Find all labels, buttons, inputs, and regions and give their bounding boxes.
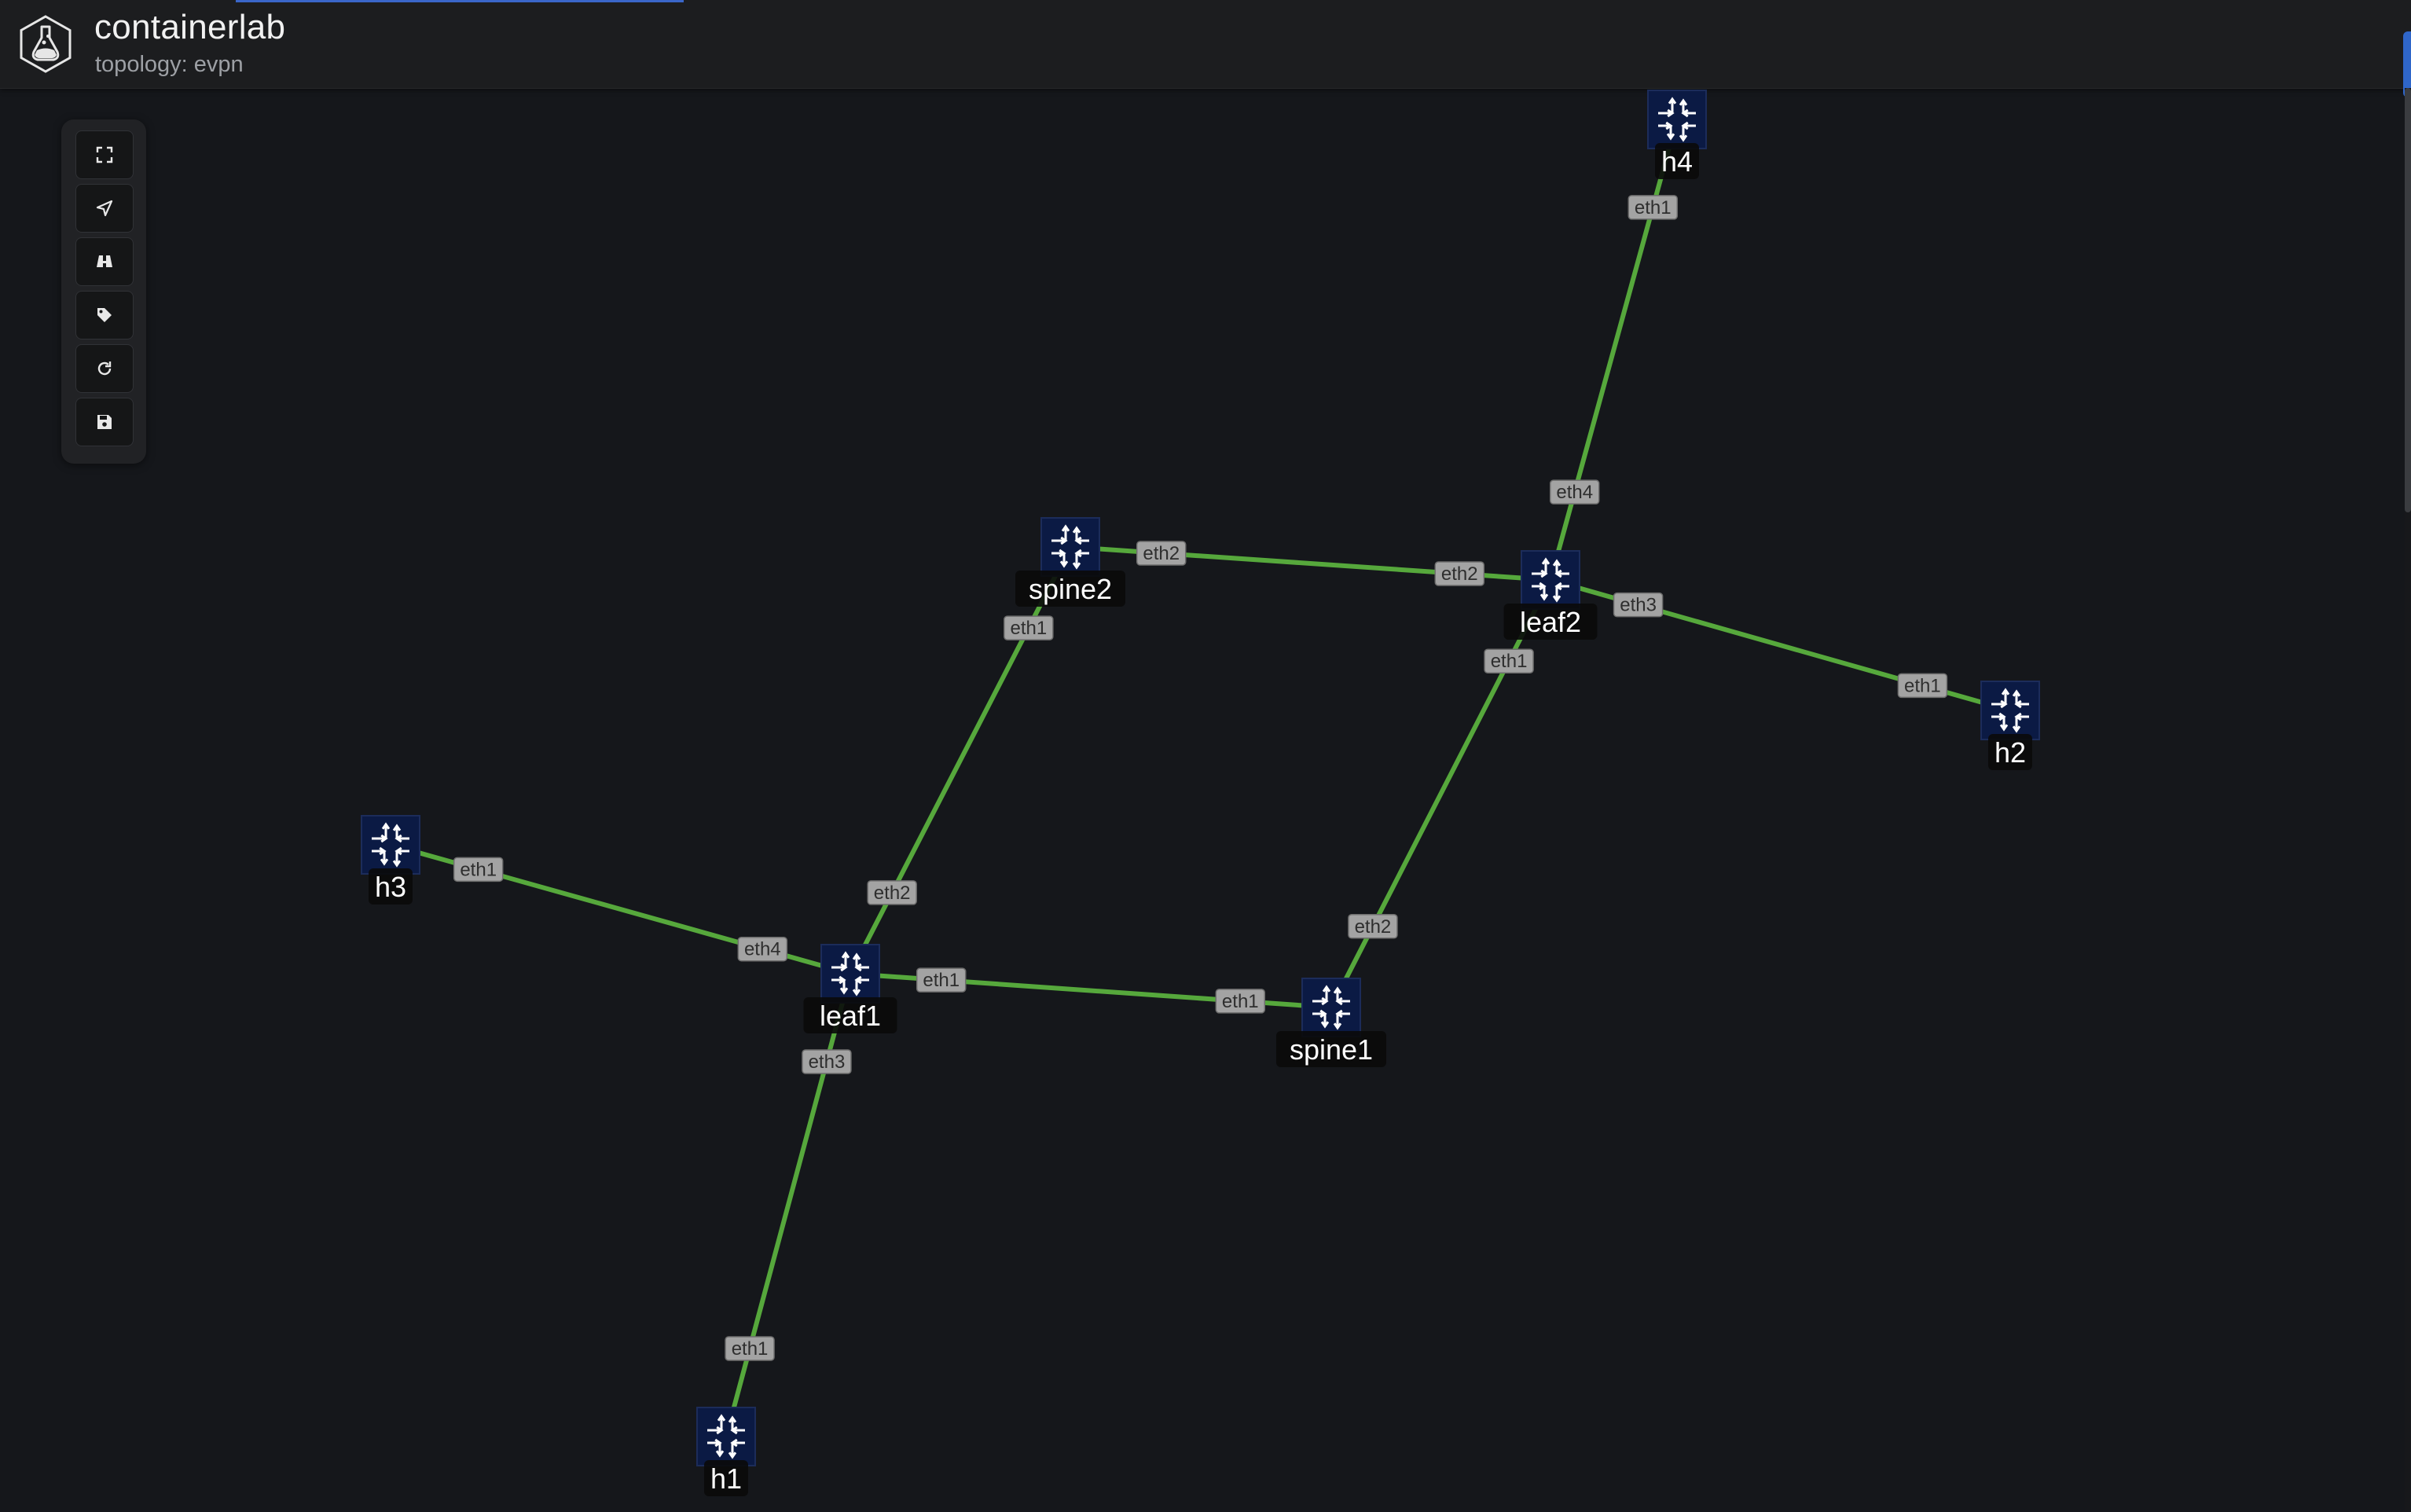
node-spine1[interactable]: spine1 [1276, 978, 1386, 1067]
fit-view-button[interactable] [75, 130, 134, 179]
node-h4[interactable]: h4 [1647, 90, 1707, 179]
endpoint-label: eth1 [1484, 648, 1534, 673]
containerlab-logo-icon [20, 15, 72, 73]
side-panel-handle[interactable] [2403, 31, 2411, 97]
endpoint-label-text: eth1 [1904, 675, 1941, 696]
endpoint-label: eth3 [1613, 592, 1664, 618]
reload-icon [97, 361, 112, 376]
endpoint-label-text: eth3 [1620, 595, 1657, 616]
router-icon [1051, 524, 1089, 570]
node-h2[interactable]: h2 [1980, 681, 2040, 770]
endpoint-label: eth1 [1628, 195, 1679, 220]
endpoint-label-text: eth2 [874, 883, 911, 904]
node-label: h4 [1661, 145, 1693, 178]
endpoint-label: eth4 [737, 936, 788, 962]
node-h3[interactable]: h3 [361, 815, 420, 905]
node-label: spine1 [1290, 1033, 1373, 1066]
link-h4-leaf2[interactable] [1548, 117, 1679, 582]
endpoint-label-text: eth3 [809, 1051, 846, 1073]
node-h1[interactable]: h1 [696, 1407, 756, 1496]
topology-name: topology: evpn [95, 52, 244, 77]
link-leaf2-spine1[interactable] [1329, 578, 1553, 1010]
links-layer [388, 117, 2013, 1439]
endpoint-label-text: eth1 [1222, 991, 1259, 1012]
nodes-layer: h4 spine2 leaf2 h2 h3 leaf1 spine1 h1 [361, 90, 2040, 1496]
find-node-button[interactable] [75, 237, 134, 286]
expand-icon [96, 146, 113, 163]
endpoint-label: eth1 [916, 967, 967, 993]
endpoint-label-text: eth1 [923, 970, 960, 991]
link-spine2-leaf1[interactable] [848, 545, 1073, 976]
router-icon [1658, 97, 1696, 142]
scrollbar-track[interactable] [2405, 88, 2411, 1512]
endpoint-label: eth1 [1215, 989, 1266, 1014]
endpoint-label-text: eth4 [1556, 482, 1593, 503]
loading-bar [236, 0, 684, 2]
save-icon [97, 415, 112, 429]
node-spine2[interactable]: spine2 [1015, 517, 1125, 607]
link-leaf1-h1[interactable] [724, 971, 853, 1439]
router-icon [372, 822, 409, 868]
toggle-labels-button[interactable] [75, 291, 134, 339]
binoculars-icon [97, 255, 112, 267]
router-icon [1312, 985, 1350, 1030]
endpoint-label-text: eth2 [1355, 916, 1392, 938]
endpoint-label: eth1 [1004, 615, 1054, 640]
node-label: leaf1 [820, 1000, 881, 1032]
node-label: h1 [710, 1462, 742, 1495]
endpoint-label-text: eth2 [1441, 563, 1478, 585]
location-arrow-icon [96, 200, 113, 217]
endpoint-label: eth2 [867, 880, 917, 905]
endpoint-label: eth1 [1897, 673, 1948, 699]
endpoint-label-text: eth1 [1010, 618, 1047, 639]
endpoint-label-text: eth2 [1143, 543, 1180, 564]
router-icon [1991, 688, 2029, 733]
router-icon [1532, 557, 1569, 603]
endpoint-label-text: eth1 [732, 1338, 769, 1360]
node-leaf1[interactable]: leaf1 [803, 944, 897, 1033]
tag-icon [97, 308, 112, 322]
router-icon [707, 1414, 745, 1459]
endpoint-label: eth1 [453, 857, 504, 883]
node-label: h3 [375, 871, 406, 903]
endpoint-label: eth2 [1434, 561, 1485, 586]
reload-button[interactable] [75, 344, 134, 393]
endpoint-label-text: eth4 [744, 939, 781, 960]
app-title: containerlab [94, 8, 286, 46]
node-label: leaf2 [1520, 606, 1581, 638]
scrollbar-thumb[interactable] [2405, 88, 2411, 512]
endpoint-label-text: eth1 [1491, 651, 1528, 672]
node-leaf2[interactable]: leaf2 [1503, 550, 1598, 640]
navigate-button[interactable] [75, 184, 134, 233]
endpoint-label: eth4 [1549, 479, 1600, 505]
viewer-toolbar [61, 119, 146, 464]
endpoint-label: eth2 [1136, 541, 1187, 566]
endpoint-label: eth2 [1348, 914, 1398, 939]
app-header: containerlab topology: evpn [0, 0, 2411, 89]
endpoint-label: eth1 [725, 1336, 775, 1361]
endpoint-label: eth3 [802, 1049, 852, 1074]
router-icon [831, 951, 869, 996]
endpoint-labels-layer: eth1 eth4 eth2 eth2 eth3 eth1 eth1 eth2 eth1 eth2… [453, 195, 1948, 1361]
node-label: spine2 [1029, 573, 1112, 605]
node-label: h2 [1994, 736, 2026, 769]
save-button[interactable] [75, 398, 134, 446]
endpoint-label-text: eth1 [460, 859, 497, 880]
endpoint-label-text: eth1 [1635, 197, 1672, 218]
